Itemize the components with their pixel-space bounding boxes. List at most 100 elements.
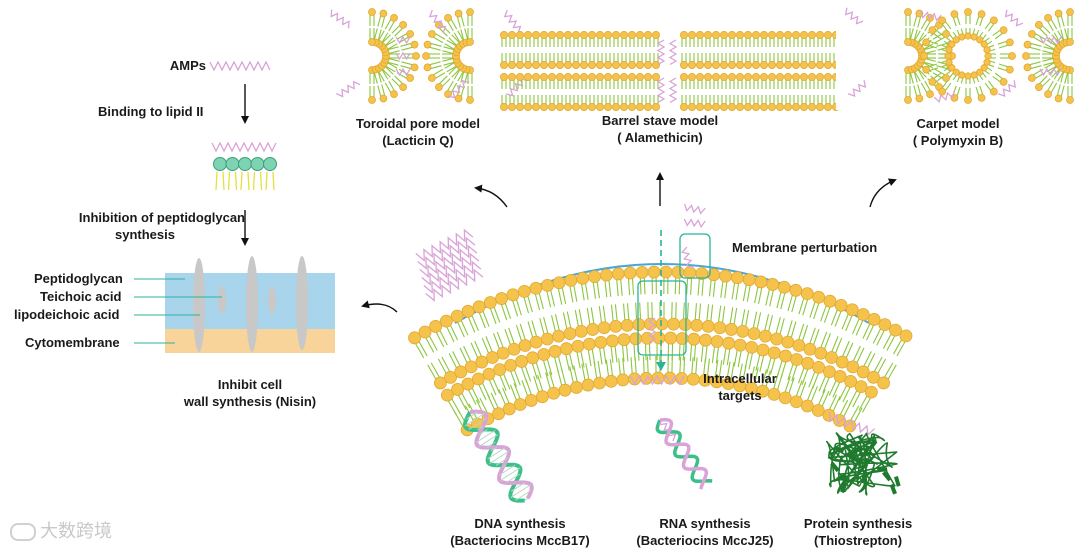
label-lipodeichoic-acid: lipodeichoic acid — [14, 307, 120, 322]
barrel-lipid — [524, 30, 533, 47]
barrel-lipid — [604, 30, 613, 47]
membrane-lipid — [451, 383, 471, 411]
membrane-lipid — [787, 283, 803, 313]
barrel-lipid — [752, 95, 761, 112]
amp-peptide — [395, 35, 411, 45]
barrel-lipid — [704, 30, 713, 47]
dna-base-pair — [510, 484, 532, 498]
micelle-lipid — [997, 63, 1014, 74]
barrel-lipid — [768, 53, 777, 70]
barrel-lipid — [644, 95, 653, 112]
micelle-lipid — [976, 68, 987, 81]
barrel-lipid — [596, 53, 605, 70]
membrane-lipid — [509, 383, 527, 411]
barrel-lipid — [696, 30, 705, 47]
micelle-lipid — [964, 72, 972, 84]
barrel-lipid — [760, 95, 769, 112]
membrane-lipid — [506, 288, 522, 317]
barrel-lipid — [720, 95, 729, 112]
membrane-lipid — [655, 302, 669, 331]
label-intracellular-line1: Intracellular — [703, 371, 777, 386]
nisin-pores — [193, 256, 308, 352]
pore-lipid — [1044, 13, 1058, 32]
barrel-lipid — [628, 53, 637, 70]
membrane-lipid — [825, 336, 843, 364]
barrel-lipid — [652, 53, 661, 70]
label-teichoic-acid: Teichoic acid — [40, 289, 122, 304]
barrel-lipid — [792, 95, 801, 112]
barrel-lipid — [808, 73, 817, 89]
barrel-lipid — [652, 30, 661, 47]
pore-lipid — [904, 86, 912, 104]
dna-base-pair — [464, 412, 485, 427]
pore-lipid — [368, 28, 376, 46]
micelle-lipid — [940, 44, 953, 54]
membrane-lipid — [822, 394, 841, 422]
barrel-lipid — [612, 73, 621, 89]
pore-lipid — [466, 86, 474, 104]
membrane-lipid — [814, 331, 831, 360]
dna-base-pair — [502, 464, 507, 468]
micelle-lipid — [956, 71, 966, 84]
protein-sheet — [894, 475, 901, 487]
barrel-lipid — [728, 53, 737, 70]
membrane-lipid — [569, 365, 583, 394]
protein-sheet — [877, 467, 888, 473]
membrane-lipid — [818, 365, 836, 394]
barrel-lipid — [644, 30, 653, 47]
membrane-lipid — [545, 371, 561, 400]
micelle-lipid — [956, 28, 966, 41]
label-inhibition-line1: Inhibition of peptidoglycan — [78, 210, 245, 225]
barrel-lipid — [776, 30, 785, 47]
membrane-lipid — [744, 341, 759, 370]
pore-lipid — [1023, 40, 1042, 51]
barrel-lipid — [688, 30, 697, 47]
membrane-lipid — [747, 311, 762, 341]
membrane-lipid — [678, 302, 692, 332]
membrane-lipid — [427, 362, 447, 390]
amp-peptide — [919, 10, 942, 22]
barrel-lipid — [572, 73, 581, 89]
pore-lipid — [444, 13, 458, 32]
barrel-lipid — [784, 53, 793, 70]
membrane-lipid — [724, 307, 738, 336]
membrane-lipid — [526, 351, 542, 380]
protein-backbone — [826, 432, 898, 496]
membrane-lipid — [701, 304, 715, 333]
barrel-lipid — [604, 95, 613, 112]
micelle-lipid — [940, 52, 952, 60]
amp-peptide — [656, 39, 666, 66]
barrel-lipid — [612, 30, 621, 47]
pore-lipid — [913, 84, 924, 103]
barrel-lipid — [572, 53, 581, 70]
barrel-lipid — [620, 53, 629, 70]
amp-peptide — [330, 9, 350, 29]
barrel-lipid — [736, 95, 745, 112]
watermark: 大数跨境 — [10, 517, 112, 543]
membrane-lipid — [647, 265, 661, 295]
membrane-lipid — [408, 331, 428, 359]
micelle-lipid — [943, 64, 956, 75]
membrane-lipid — [551, 314, 565, 343]
membrane-lipid — [882, 323, 902, 351]
dna-base-pair — [475, 429, 496, 443]
arrow-to-carpet — [869, 178, 897, 208]
barrel-lipid — [588, 53, 597, 70]
membrane-lipid — [755, 343, 770, 372]
barrel-lipid — [580, 73, 589, 89]
pore-lipid — [904, 28, 912, 46]
membrane-lipid — [541, 278, 556, 308]
barrel-lipid — [736, 30, 745, 47]
membrane-lipid — [722, 336, 736, 366]
amp-peptide — [417, 236, 476, 270]
membrane-lipid — [797, 356, 815, 385]
protein-sheet — [868, 439, 878, 451]
membrane-lipid — [798, 287, 814, 316]
amp-peptide — [933, 90, 955, 104]
toroidal-pore-graphic — [300, 0, 542, 110]
membrane-lipid — [606, 334, 619, 364]
dna-base-pair — [489, 450, 510, 465]
label-cytomembrane: Cytomembrane — [25, 335, 120, 350]
protein-sheet — [847, 451, 857, 463]
